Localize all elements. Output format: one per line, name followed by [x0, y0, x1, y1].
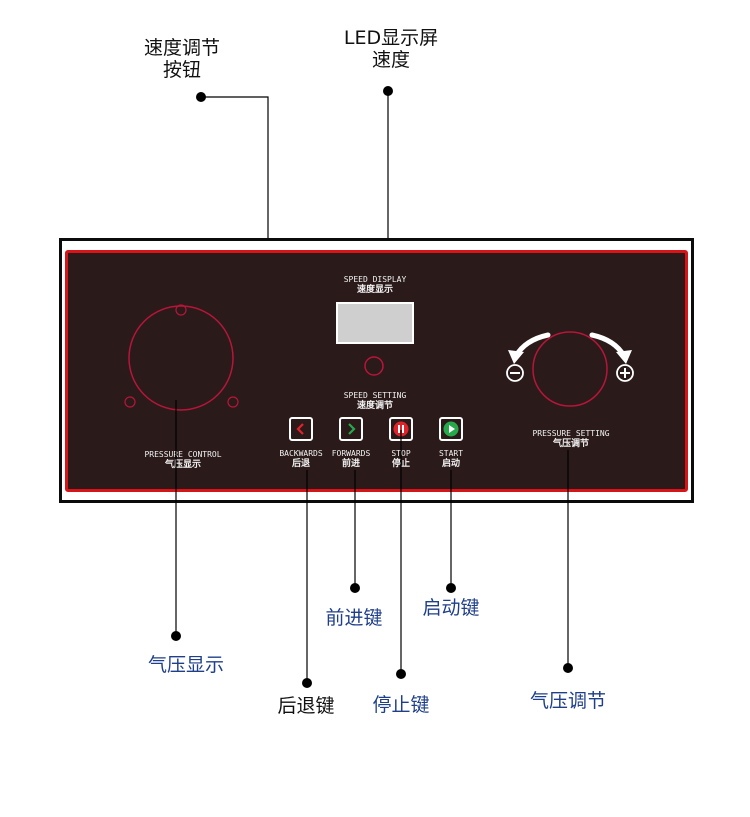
pressure-setting-knob[interactable] [508, 331, 632, 407]
speed-setting-label-en: SPEED SETTING [343, 391, 407, 400]
backwards-key-leader [302, 470, 312, 688]
stop-key-callout: 停止键 [372, 694, 430, 716]
pressure-gauge [124, 304, 239, 411]
pressure-control-label-cn: 气压显示 [164, 460, 202, 470]
minus-icon[interactable] [506, 364, 524, 382]
control-panel [65, 250, 688, 492]
pressure-setting-callout: 气压调节 [529, 690, 607, 712]
backwards-label-cn: 后退 [291, 459, 311, 469]
pressure-control-label-en: PRESSURE CONTROL [144, 450, 222, 459]
speed-knob[interactable] [364, 356, 384, 376]
start-label-cn: 启动 [441, 459, 461, 469]
backwards-button[interactable] [289, 417, 313, 441]
forwards-label-en: FORWARDS [331, 449, 371, 458]
pressure-display-leader [171, 400, 181, 641]
pause-icon [393, 421, 409, 437]
speed-display-label-en: SPEED DISPLAY [343, 275, 407, 284]
plus-icon[interactable] [616, 364, 634, 382]
forwards-label-cn: 前进 [341, 459, 361, 469]
led-display-callout-line2: 速度 [371, 49, 411, 71]
pressure-setting-label-cn: 气压调节 [552, 439, 590, 449]
start-key-leader [446, 470, 456, 593]
pressure-setting-leader [563, 450, 573, 673]
start-button[interactable] [439, 417, 463, 441]
speed-display-label-cn: 速度显示 [356, 285, 394, 295]
chevron-left-icon [296, 423, 304, 435]
speed-setting-label-cn: 速度调节 [356, 401, 394, 411]
led-speed-display [336, 302, 414, 344]
led-display-callout-line1: LED显示屏 [343, 27, 439, 49]
forwards-key-callout: 前进键 [325, 607, 383, 629]
speed-knob-callout-line1: 速度调节 [143, 37, 221, 59]
stop-key-leader [396, 430, 406, 679]
pressure-display-callout: 气压显示 [147, 654, 225, 676]
backwards-key-callout: 后退键 [277, 695, 335, 717]
speed-knob-callout-line2: 按钮 [162, 59, 202, 81]
chevron-right-icon [348, 423, 356, 435]
start-label-en: START [438, 449, 464, 458]
play-icon [443, 421, 459, 437]
backwards-label-en: BACKWARDS [279, 449, 323, 458]
forwards-button[interactable] [339, 417, 363, 441]
pressure-setting-label-en: PRESSURE SETTING [532, 429, 610, 438]
start-key-callout: 启动键 [422, 597, 480, 619]
forwards-key-leader [350, 470, 360, 593]
